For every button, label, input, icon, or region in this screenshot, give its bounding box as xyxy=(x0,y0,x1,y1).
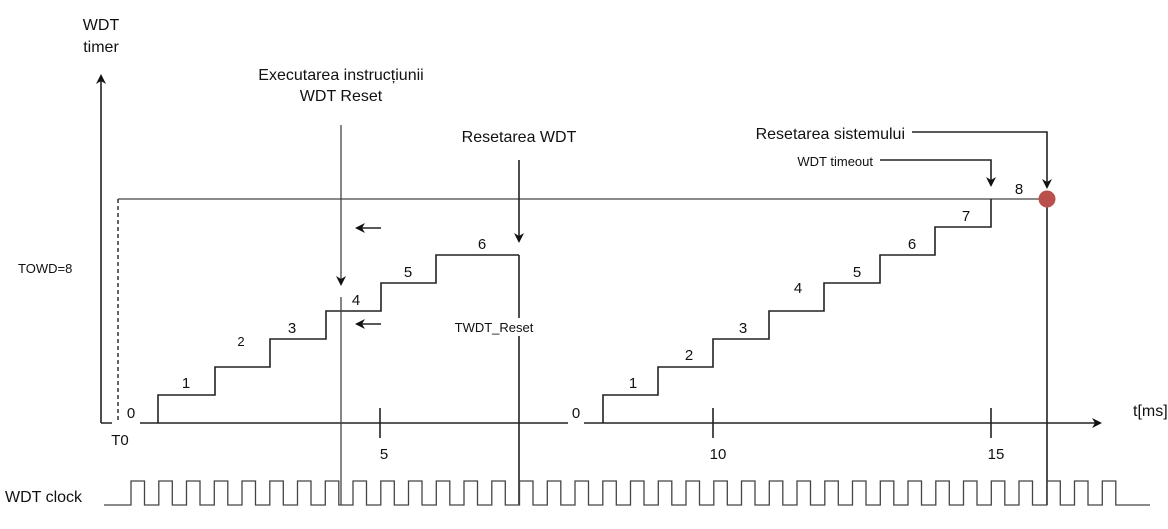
count-label: 2 xyxy=(237,334,244,349)
count-label: 0 xyxy=(127,405,135,422)
x-axis-label: t[ms] xyxy=(1133,403,1168,420)
count-label: 5 xyxy=(853,264,861,281)
count-label: 5 xyxy=(404,264,412,281)
twdt-reset-label: TWDT_Reset xyxy=(455,320,534,335)
instruction-label-line1: Executarea instrucțiunii xyxy=(258,67,423,84)
timeout-label: WDT timeout xyxy=(797,154,873,169)
count-label: 1 xyxy=(629,375,637,392)
tick-label: 15 xyxy=(988,446,1005,463)
count-label: 4 xyxy=(352,292,360,309)
system-reset-arrow xyxy=(912,131,1052,189)
clock-label: WDT clock xyxy=(5,489,83,506)
wdt-reset-label: Resetarea WDT xyxy=(462,129,577,146)
y-axis-label-line1: WDT xyxy=(83,17,120,34)
count-label: 6 xyxy=(908,236,916,253)
count-label: 3 xyxy=(739,320,747,337)
count-label: 2 xyxy=(685,347,693,364)
x-ticks: 5 10 15 xyxy=(379,408,1005,463)
count-label: 8 xyxy=(1015,181,1023,198)
timeout-arrow xyxy=(880,159,996,187)
wdt-clock-waveform xyxy=(104,480,1150,506)
t0-label: T0 xyxy=(111,432,129,449)
tick-label: 10 xyxy=(710,446,727,463)
instruction-label-line2: WDT Reset xyxy=(300,88,383,105)
first-count-staircase xyxy=(157,254,519,423)
count-label: 6 xyxy=(478,236,486,253)
system-reset-dot xyxy=(1038,190,1056,208)
twdt-label-bg xyxy=(446,318,542,336)
first-count-labels: 0 1 2 3 4 5 6 xyxy=(127,236,486,422)
count-label: 4 xyxy=(794,280,802,297)
second-count-labels: 0 1 2 3 4 5 6 7 8 xyxy=(572,181,1023,422)
count-label: 7 xyxy=(962,208,970,225)
second-count-staircase xyxy=(602,199,992,423)
count-label: 3 xyxy=(288,320,296,337)
system-reset-label: Resetarea sistemului xyxy=(756,126,905,143)
count-label: 0 xyxy=(572,405,580,422)
y-axis-label-line2: timer xyxy=(83,39,119,56)
towd-label: TOWD=8 xyxy=(18,261,72,276)
count-label: 1 xyxy=(182,375,190,392)
tick-label: 5 xyxy=(380,446,388,463)
